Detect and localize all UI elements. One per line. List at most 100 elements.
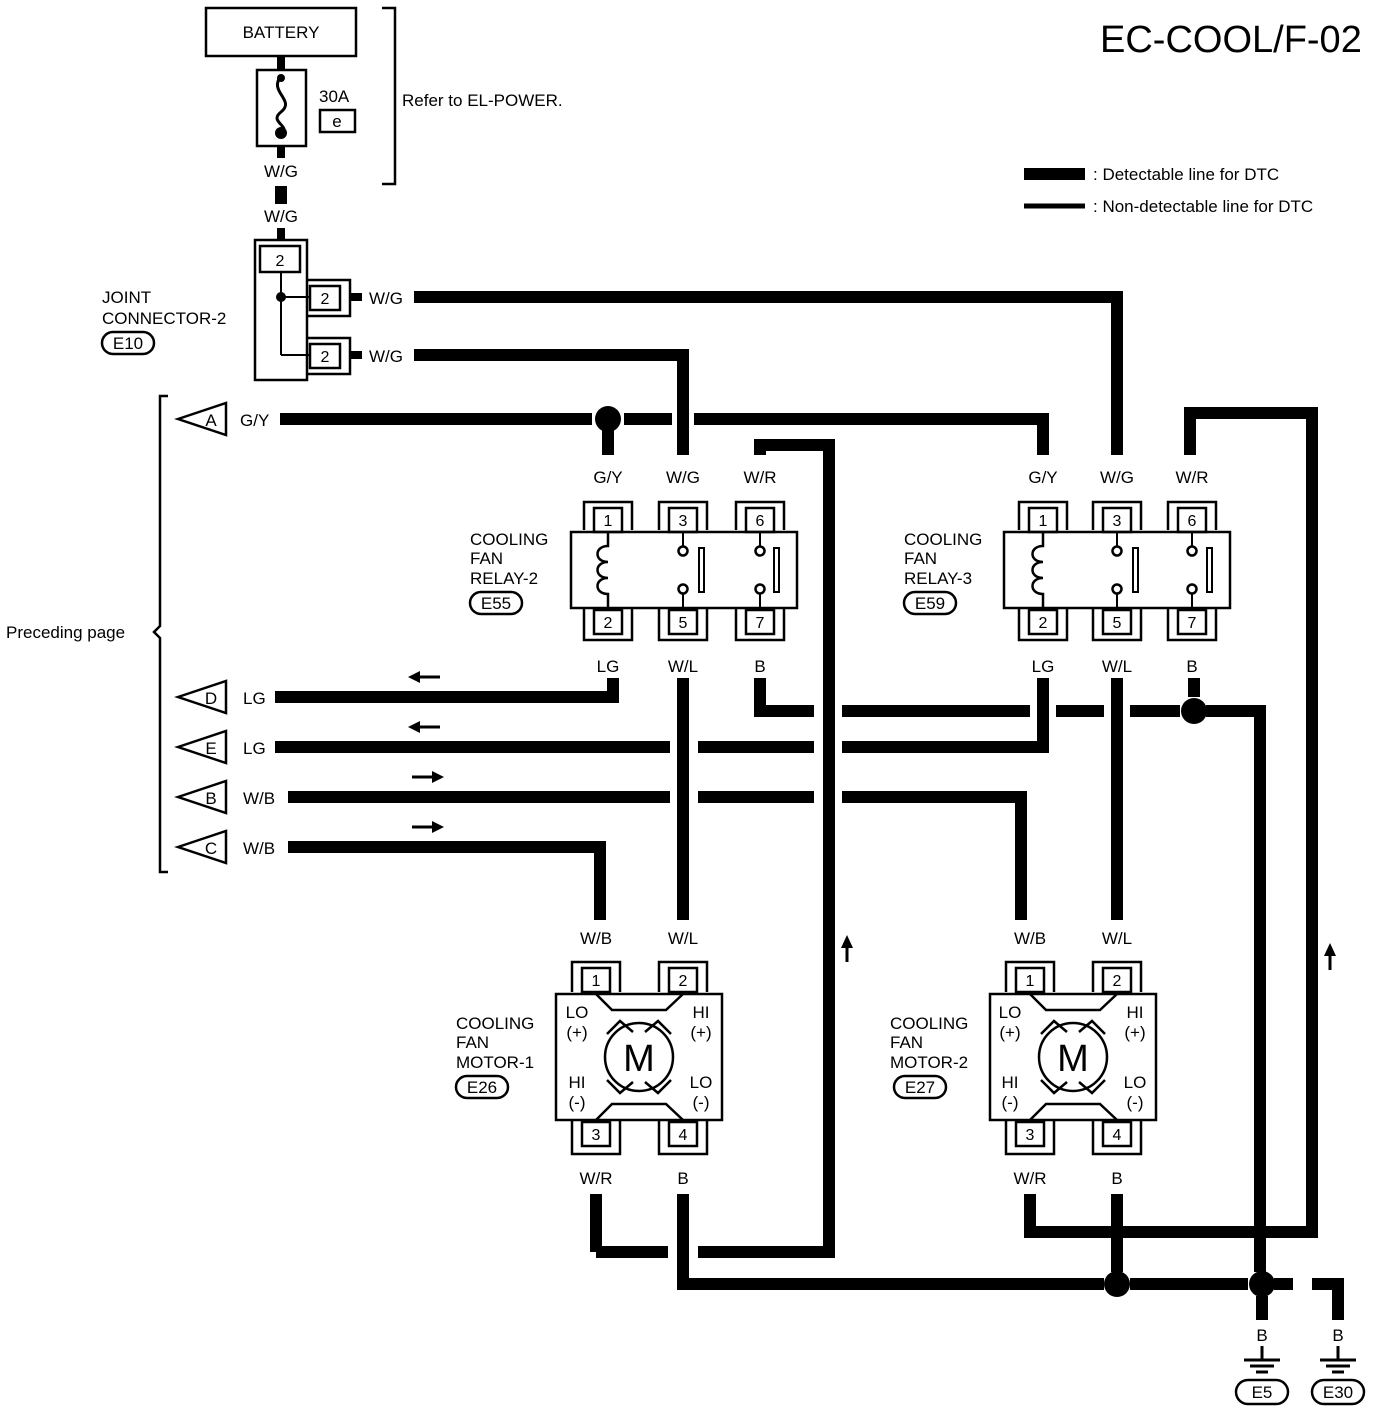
svg-text:W/R: W/R [743, 468, 776, 487]
svg-text:W/R: W/R [1175, 468, 1208, 487]
svg-text:LG: LG [1032, 657, 1055, 676]
svg-text:W/B: W/B [1014, 929, 1046, 948]
legend-non-detectable: : Non-detectable line for DTC [1093, 197, 1313, 216]
svg-text:3: 3 [592, 1127, 601, 1144]
svg-text:HI: HI [1002, 1073, 1019, 1092]
svg-text:M: M [623, 1038, 655, 1080]
svg-text:HI: HI [569, 1073, 586, 1092]
refer-el-power: Refer to EL-POWER. [402, 91, 563, 110]
terminal-c: C W/B [174, 829, 275, 865]
svg-text:5: 5 [679, 615, 688, 632]
joint-connector-box [253, 238, 309, 382]
refer-bracket [382, 6, 397, 186]
arrow-right-icon [412, 821, 444, 833]
svg-text:RELAY-3: RELAY-3 [904, 569, 972, 588]
arrow-up-icon [1324, 943, 1336, 970]
svg-text:FAN: FAN [470, 549, 503, 568]
connector-e55 [468, 590, 524, 616]
connector-e10 [100, 330, 156, 356]
svg-text:LO: LO [1124, 1073, 1147, 1092]
svg-text:E26: E26 [467, 1078, 497, 1097]
joint-connector-line1: JOINT [102, 288, 151, 307]
junction-dot [1249, 1271, 1275, 1297]
ground-e30: B E30 [1310, 1326, 1366, 1406]
svg-text:W/L: W/L [1102, 657, 1132, 676]
svg-text:B: B [1186, 657, 1197, 676]
svg-text:E5: E5 [1252, 1383, 1273, 1402]
svg-text:1: 1 [1026, 973, 1035, 990]
arrow-up-icon [841, 935, 853, 962]
svg-text:(-): (-) [693, 1093, 710, 1112]
svg-text:(+): (+) [999, 1023, 1020, 1042]
svg-text:E59: E59 [915, 594, 945, 613]
connector-e27 [892, 1074, 948, 1100]
svg-text:2: 2 [1113, 973, 1122, 990]
wire-label-wg-2: W/G [264, 207, 298, 226]
preceding-page-brace [152, 394, 168, 874]
arrow-right-icon [412, 771, 444, 783]
battery-label: BATTERY [243, 23, 320, 42]
wire-label-wg-1: W/G [264, 162, 298, 181]
svg-text:7: 7 [1188, 615, 1197, 632]
svg-text:FAN: FAN [890, 1033, 923, 1052]
connector-e5 [1234, 1378, 1290, 1406]
cooling-fan-motor-2: COOLING FAN MOTOR-2 E27 W/B W/L 1 2 M LO… [890, 929, 1158, 1188]
svg-text:COOLING: COOLING [904, 530, 982, 549]
svg-text:E30: E30 [1323, 1383, 1353, 1402]
svg-text:3: 3 [679, 513, 688, 530]
cooling-fan-motor-1: COOLING FAN MOTOR-1 E26 W/B W/L 1 2 M LO… [454, 929, 724, 1188]
svg-text:W/G: W/G [666, 468, 700, 487]
svg-text:LG: LG [243, 739, 266, 758]
svg-text:E: E [205, 739, 216, 758]
svg-text:B: B [677, 1169, 688, 1188]
svg-text:E27: E27 [905, 1078, 935, 1097]
svg-text:(-): (-) [1002, 1093, 1019, 1112]
relay-coil-icon [596, 532, 610, 608]
terminal-e: E LG [174, 729, 266, 765]
preceding-page-label: Preceding page [6, 623, 125, 642]
terminal-d: D LG [174, 679, 266, 715]
page-code: EC-COOL/F-02 [1100, 19, 1362, 61]
joint-connector-line2: CONNECTOR-2 [102, 309, 226, 328]
svg-text:MOTOR-1: MOTOR-1 [456, 1053, 534, 1072]
svg-text:1: 1 [592, 973, 601, 990]
fuse-id: e [332, 112, 341, 131]
svg-text:(+): (+) [566, 1023, 587, 1042]
svg-text:(-): (-) [1127, 1093, 1144, 1112]
svg-text:COOLING: COOLING [456, 1014, 534, 1033]
svg-text:2: 2 [1039, 615, 1048, 632]
svg-text:3: 3 [1026, 1127, 1035, 1144]
motor-icon [603, 1021, 675, 1093]
svg-text:E55: E55 [481, 594, 511, 613]
svg-text:5: 5 [1113, 615, 1122, 632]
svg-text:MOTOR-2: MOTOR-2 [890, 1053, 968, 1072]
svg-text:B: B [1111, 1169, 1122, 1188]
cooling-fan-relay-2: COOLING FAN RELAY-2 E55 G/Y W/G W/R 1 3 … [468, 468, 799, 676]
svg-text:4: 4 [679, 1127, 688, 1144]
svg-text:2: 2 [321, 349, 330, 366]
svg-text:LG: LG [243, 689, 266, 708]
svg-text:LO: LO [566, 1003, 589, 1022]
junction-dot [1104, 1271, 1130, 1297]
svg-text:6: 6 [756, 513, 765, 530]
svg-text:W/R: W/R [1013, 1169, 1046, 1188]
svg-text:(-): (-) [569, 1093, 586, 1112]
svg-text:W/R: W/R [579, 1169, 612, 1188]
svg-text:B: B [754, 657, 765, 676]
svg-text:G/Y: G/Y [1028, 468, 1057, 487]
svg-text:W/B: W/B [580, 929, 612, 948]
svg-text:W/G: W/G [1100, 468, 1134, 487]
svg-text:W/B: W/B [243, 839, 275, 858]
svg-text:1: 1 [1039, 513, 1048, 530]
svg-text:HI: HI [693, 1003, 710, 1022]
cooling-fan-relay-3: COOLING FAN RELAY-3 E59 G/Y W/G W/R 1 3 … [902, 468, 1232, 676]
wires [275, 291, 1344, 1320]
svg-text:2: 2 [276, 253, 285, 270]
fuse-icon [275, 75, 288, 136]
svg-text:B: B [205, 789, 216, 808]
svg-text:D: D [205, 689, 217, 708]
motor-icon [1037, 1021, 1109, 1093]
svg-text:FAN: FAN [456, 1033, 489, 1052]
connector-e59 [902, 590, 958, 616]
